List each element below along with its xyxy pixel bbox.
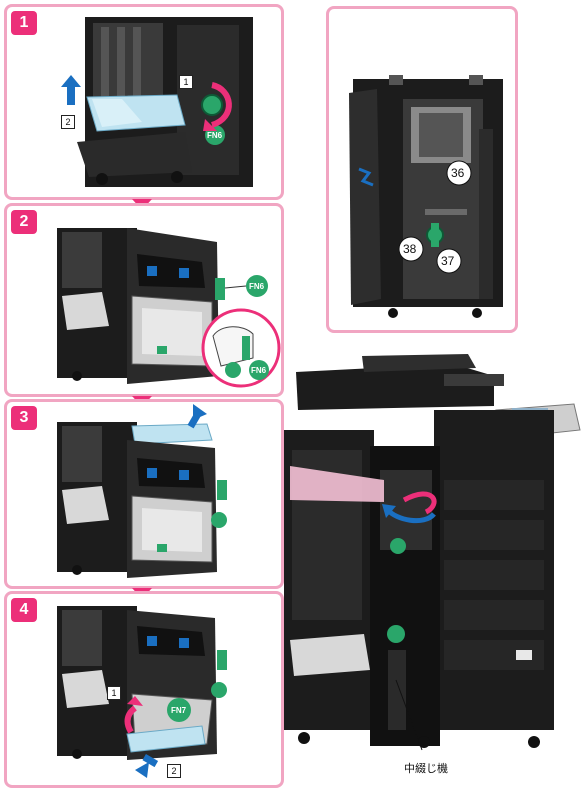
step-4-fn-label: FN7 xyxy=(171,706,187,715)
main-machine-illustration xyxy=(284,354,581,751)
inset-panel: 36 37 38 xyxy=(326,6,518,333)
step-1-illustration: FN6 xyxy=(61,17,253,187)
step-3-badge: 3 xyxy=(11,406,37,430)
step-2-fn-label-top: FN6 xyxy=(249,282,265,291)
step-4-substep-1: 1 xyxy=(107,686,121,700)
step-1-panel: 1 FN6 1 2 xyxy=(4,4,284,200)
step-3-illustration xyxy=(57,404,227,578)
step-2-fn-label-zoom: FN6 xyxy=(251,366,267,375)
inset-illustration: 36 37 38 xyxy=(349,75,503,318)
inset-callout-38: 38 xyxy=(403,242,417,256)
inset-callout-37: 37 xyxy=(441,254,455,268)
step-4-substep-2: 2 xyxy=(167,764,181,778)
step-4-badge: 4 xyxy=(11,598,37,622)
step-1-badge: 1 xyxy=(11,11,37,35)
step-3-panel: 3 xyxy=(4,399,284,589)
step-2-badge: 2 xyxy=(11,210,37,234)
step-1-fn-label: FN6 xyxy=(207,131,223,140)
step-1-substep-1: 1 xyxy=(179,75,193,89)
step-1-substep-2: 2 xyxy=(61,115,75,129)
step-4-illustration: FN7 xyxy=(57,606,227,778)
step-4-panel: 4 FN7 1 2 xyxy=(4,591,284,788)
inset-callout-36: 36 xyxy=(451,166,465,180)
step-2-panel: 2 FN6 FN6 xyxy=(4,203,284,397)
saddle-stitcher-caption: 中綴じ機 xyxy=(404,762,448,775)
step-2-illustration: FN6 FN6 xyxy=(57,228,281,388)
